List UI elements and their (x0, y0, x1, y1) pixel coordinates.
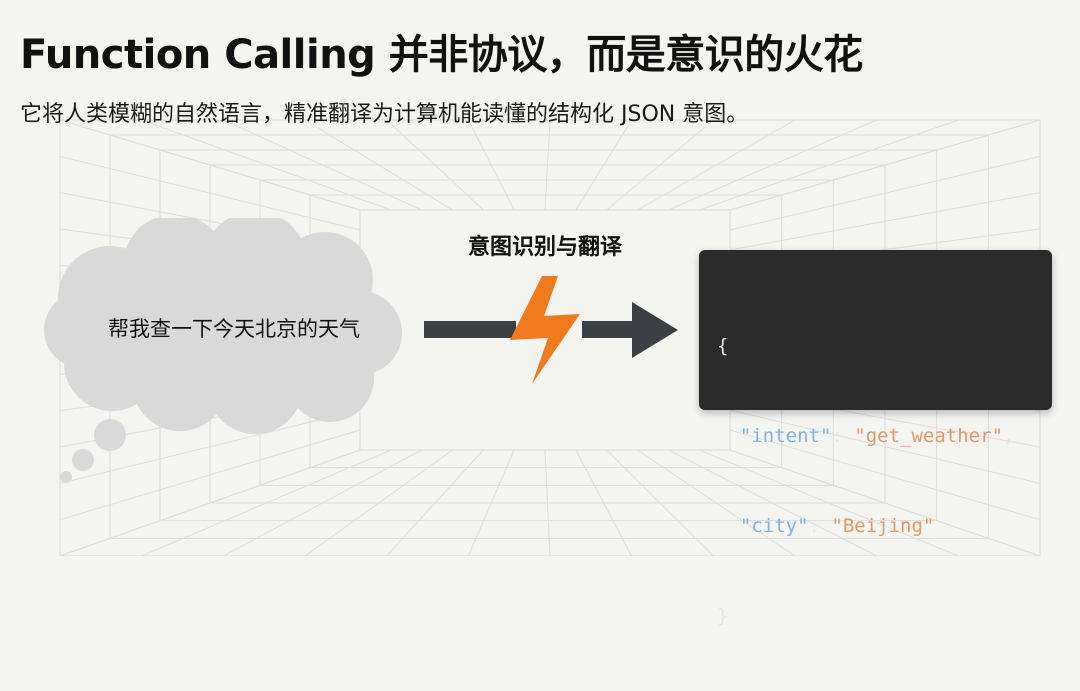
natural-language-query: 帮我查一下今天北京的天气 (108, 317, 360, 341)
page-title: Function Calling 并非协议，而是意识的火花 (20, 32, 863, 78)
thought-bubble-large (94, 419, 126, 451)
json-line-intent: "intent": "get_weather", (739, 425, 1015, 447)
json-code-panel: { "intent": "get_weather", "city": "Beij… (699, 250, 1052, 627)
json-key-city: "city" (739, 515, 809, 537)
arrow-shaft-right (582, 321, 638, 338)
json-line-city: "city": "Beijing" (739, 515, 935, 537)
transform-arrow (424, 276, 678, 384)
arrow-shaft-left (424, 321, 516, 338)
thought-cloud-shape (44, 218, 402, 483)
arrow-head-icon (632, 302, 678, 358)
json-close-brace: } (717, 605, 729, 627)
thought-cloud: 帮我查一下今天北京的天气 (40, 218, 420, 498)
thought-bubble-medium (72, 449, 94, 471)
json-open-brace: { (717, 335, 729, 357)
json-value-city: "Beijing" (831, 515, 935, 537)
thought-bubble-small (60, 471, 72, 483)
lightning-bolt-icon (510, 276, 580, 384)
json-code-block: { "intent": "get_weather", "city": "Beij… (717, 271, 1014, 691)
intent-translation-label: 意图识别与翻译 (467, 235, 622, 260)
json-key-intent: "intent" (739, 425, 832, 447)
page-subtitle: 它将人类模糊的自然语言，精准翻译为计算机能读懂的结构化 JSON 意图。 (20, 102, 749, 127)
json-value-intent: "get_weather" (854, 425, 1004, 447)
